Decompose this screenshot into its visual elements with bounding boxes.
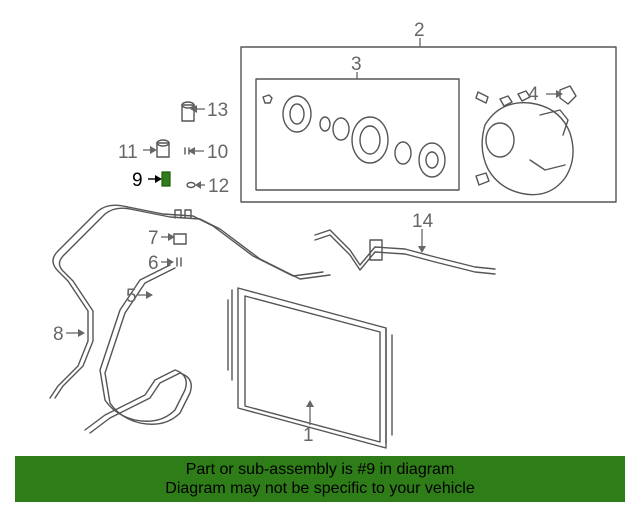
banner-line-1: Part or sub-assembly is #9 in diagram [185, 461, 455, 478]
banner-line-2: Diagram may not be specific to your vehi… [165, 480, 475, 497]
callout-8: 8 [53, 324, 64, 345]
callout-5: 5 [126, 286, 137, 307]
callout-9: 9 [132, 170, 143, 191]
callout-2: 2 [414, 20, 425, 41]
clutch-assembly-box [255, 78, 460, 191]
compressor-body [475, 85, 577, 196]
callout-3: 3 [351, 54, 362, 75]
info-banner: Part or sub-assembly is #9 in diagram Di… [15, 456, 625, 502]
suction-hose [314, 229, 496, 275]
callout-10: 10 [207, 142, 228, 163]
small-fittings [156, 101, 196, 189]
callout-7: 7 [148, 228, 159, 249]
callout-13: 13 [207, 100, 228, 121]
clutch-parts [262, 94, 446, 178]
callout-6: 6 [148, 253, 159, 274]
callout-4: 4 [528, 84, 539, 105]
condenser [227, 287, 393, 449]
compressor-assembly-box [240, 46, 617, 203]
callout-11: 11 [118, 142, 138, 163]
callout-14: 14 [412, 211, 434, 232]
highlighted-fitting-9 [161, 171, 171, 187]
callout-1: 1 [303, 425, 314, 446]
refrigerant-lines [49, 204, 331, 434]
callout-12: 12 [208, 176, 229, 197]
